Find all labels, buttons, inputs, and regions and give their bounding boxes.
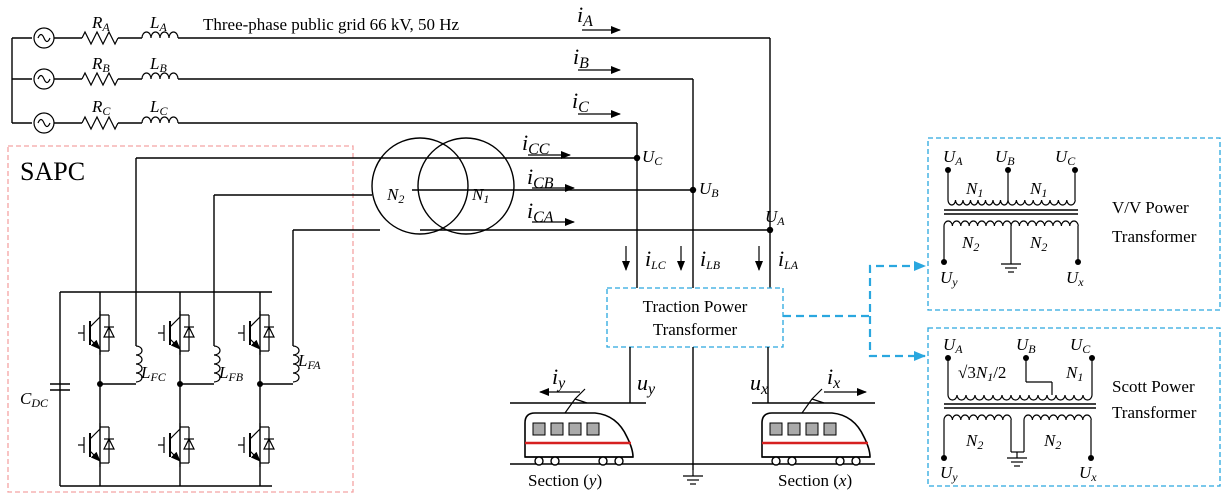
section-y-label: Section (y) xyxy=(528,471,602,490)
svg-text:N2: N2 xyxy=(1029,233,1047,254)
label-icc: iCC xyxy=(522,130,550,158)
scott-transformer-diagram: UA UB UC √3N1/2 N1 N2 N2 Uy Ux xyxy=(940,335,1097,484)
sapc-boundary xyxy=(7,145,354,493)
label-ila: iLA xyxy=(778,246,799,272)
label-la: LA xyxy=(149,13,167,34)
converter-bridge xyxy=(50,291,293,487)
label-lc: LC xyxy=(149,97,168,118)
scott-transformer-box xyxy=(927,327,1221,487)
label-ib: iB xyxy=(573,44,589,72)
grid-phase-c xyxy=(12,112,638,158)
svg-text:Ux: Ux xyxy=(1079,463,1097,484)
label-uy: uy xyxy=(637,370,656,398)
label-n1: N1 xyxy=(471,185,489,206)
vv-title-line1: V/V Power xyxy=(1112,198,1189,217)
label-iy: iy xyxy=(552,364,566,392)
train-section-y-icon xyxy=(523,387,635,467)
igbt-switch-3-icon xyxy=(238,311,274,355)
resistor-ra-icon xyxy=(81,31,119,45)
transformer-n2-winding xyxy=(371,137,469,235)
label-ra: RA xyxy=(91,13,110,34)
vv-title-line2: Transformer xyxy=(1112,227,1197,246)
grid-phase-a xyxy=(12,27,771,230)
traction-transformer-box xyxy=(606,287,784,348)
label-lfb: LFB xyxy=(218,363,244,384)
svg-text:UA: UA xyxy=(943,335,963,356)
label-ia: iA xyxy=(577,2,593,30)
label-uc: UC xyxy=(642,147,663,168)
svg-text:UB: UB xyxy=(1016,335,1036,356)
ac-source-a-icon xyxy=(33,27,55,49)
train-section-x-icon xyxy=(760,387,872,467)
svg-text:N2: N2 xyxy=(961,233,979,254)
grid-title: Three-phase public grid 66 kV, 50 Hz xyxy=(203,15,459,34)
label-rb: RB xyxy=(91,54,110,75)
svg-text:Uy: Uy xyxy=(940,463,958,484)
vv-transformer-diagram: UA UB UC N1 N1 N2 N2 Uy Ux xyxy=(940,147,1084,289)
label-lfc: LFC xyxy=(140,363,167,384)
label-ic: iC xyxy=(572,88,589,116)
label-ilc: iLC xyxy=(645,246,667,272)
igbt-switch-5-icon xyxy=(158,423,194,467)
svg-text:Ux: Ux xyxy=(1066,268,1084,289)
svg-text:UA: UA xyxy=(943,147,963,168)
svg-text:UB: UB xyxy=(995,147,1015,168)
transformer-n1-winding xyxy=(417,137,515,235)
igbt-switch-6-icon xyxy=(238,423,274,467)
ac-source-c-icon xyxy=(33,112,55,134)
igbt-switch-1-icon xyxy=(78,311,114,355)
label-ub: UB xyxy=(699,179,719,200)
label-lfa: LFA xyxy=(297,351,321,372)
traction-title-line2: Transformer xyxy=(653,320,738,339)
label-n2: N2 xyxy=(386,185,404,206)
igbt-switch-2-icon xyxy=(158,311,194,355)
svg-text:Uy: Uy xyxy=(940,268,958,289)
label-ux: ux xyxy=(750,370,768,398)
traction-title-line1: Traction Power xyxy=(643,297,748,316)
label-lb: LB xyxy=(149,54,167,75)
svg-text:√3N1/2: √3N1/2 xyxy=(958,363,1006,384)
label-ix: ix xyxy=(827,364,840,392)
label-rc: RC xyxy=(91,97,111,118)
resistor-rc-icon xyxy=(81,116,119,130)
svg-text:N2: N2 xyxy=(965,431,983,452)
svg-text:N1: N1 xyxy=(1065,363,1083,384)
section-x-label: Section (x) xyxy=(778,471,852,490)
svg-text:UC: UC xyxy=(1055,147,1076,168)
label-ua: UA xyxy=(765,207,785,228)
svg-text:N1: N1 xyxy=(1029,179,1047,200)
label-ilb: iLB xyxy=(700,246,721,272)
sapc-title: SAPC xyxy=(20,157,85,186)
resistor-rb-icon xyxy=(81,72,119,86)
scott-title-line2: Transformer xyxy=(1112,403,1197,422)
ac-source-b-icon xyxy=(33,68,55,90)
svg-text:N1: N1 xyxy=(965,179,983,200)
svg-text:N2: N2 xyxy=(1043,431,1061,452)
vv-transformer-box xyxy=(927,137,1221,311)
label-cdc: CDC xyxy=(20,389,49,410)
scott-title-line1: Scott Power xyxy=(1112,377,1195,396)
grid-phase-b xyxy=(12,68,694,190)
svg-text:UC: UC xyxy=(1070,335,1091,356)
ground-icon xyxy=(682,469,704,485)
igbt-switch-4-icon xyxy=(78,423,114,467)
